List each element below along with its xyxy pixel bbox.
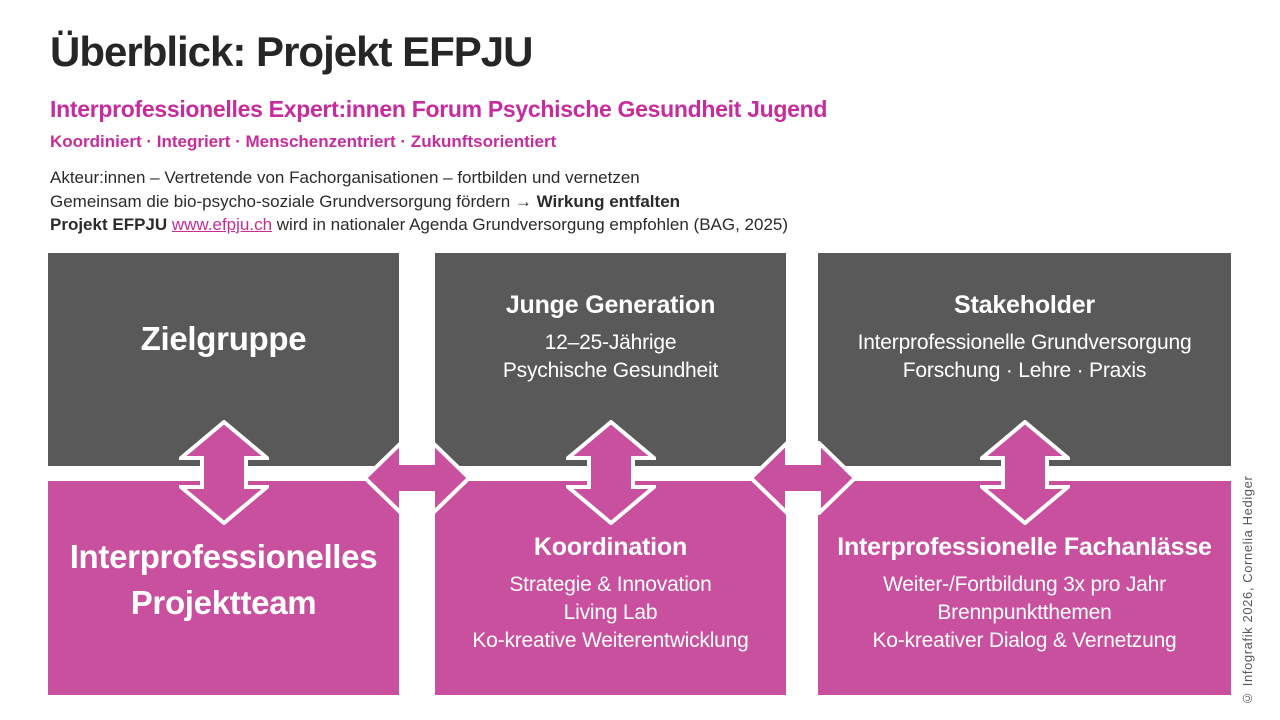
box-stakeholder: Stakeholder Interprofessionelle Grundver… <box>818 253 1231 466</box>
up-down-arrow-icon <box>566 420 656 525</box>
box-line: Ko-kreative Weiterentwicklung <box>472 629 749 652</box>
box-line: 12–25-Jährige <box>544 331 677 354</box>
intro-paragraph: Akteur:innen – Vertretende von Fachorgan… <box>50 166 1150 237</box>
box-projektteam: Interprofessionelles Projektteam <box>48 481 399 695</box>
box-line: Psychische Gesundheit <box>502 359 719 382</box>
intro-line-3: Projekt EFPJU www.efpju.ch wird in natio… <box>50 213 1150 237</box>
up-down-arrow-icon <box>179 420 269 525</box>
box-line: Interprofessionelle Grundversorgung <box>857 331 1192 354</box>
intro-line-1-text: Akteur:innen – Vertretende von Fachorgan… <box>50 168 640 187</box>
box-line: Ko-kreativer Dialog & Vernetzung <box>872 629 1177 652</box>
page-subtitle: Interprofessionelles Expert:innen Forum … <box>50 96 828 122</box>
box-line: Strategie & Innovation <box>509 573 712 596</box>
page-tagline: Koordiniert · Integriert · Menschenzentr… <box>50 132 557 151</box>
box-title: Koordination <box>533 533 688 561</box>
page-title: Überblick: Projekt EFPJU <box>50 28 533 75</box>
intro-line-2-text: Gemeinsam die bio-psycho-soziale Grundve… <box>50 191 515 211</box>
box-line: Forschung · Lehre · Praxis <box>902 359 1147 382</box>
box-title: Zielgruppe <box>140 319 307 357</box>
box-title: Interprofessionelles Projektteam <box>69 538 378 621</box>
box-line: Weiter-/Fortbildung 3x pro Jahr <box>883 573 1166 596</box>
box-title: Interprofessionelle Fachanlässe <box>837 533 1212 561</box>
intro-line-3-bold: Projekt EFPJU <box>50 215 172 234</box>
up-down-arrow-icon <box>980 420 1070 525</box>
left-right-arrow-icon <box>749 441 857 515</box>
intro-line-3-rest: wird in nationaler Agenda Grundversorgun… <box>272 215 789 234</box>
box-line: Brennpunktthemen <box>937 601 1112 624</box>
efpju-link[interactable]: www.efpju.ch <box>171 215 273 234</box>
box-junge-generation: Junge Generation 12–25-Jährige Psychisch… <box>435 253 786 466</box>
intro-line-2-bold: → Wirkung entfalten <box>514 191 681 211</box>
box-line: Living Lab <box>563 601 658 624</box>
intro-line-2: Gemeinsam die bio-psycho-soziale Grundve… <box>50 190 1150 214</box>
intro-line-1: Akteur:innen – Vertretende von Fachorgan… <box>50 166 1150 190</box>
left-right-arrow-icon <box>363 441 471 515</box>
copyright-credit: © Infografik 2026, Cornelia Hediger <box>1240 475 1255 706</box>
box-title: Junge Generation <box>505 291 716 319</box>
box-title: Stakeholder <box>954 291 1095 319</box>
